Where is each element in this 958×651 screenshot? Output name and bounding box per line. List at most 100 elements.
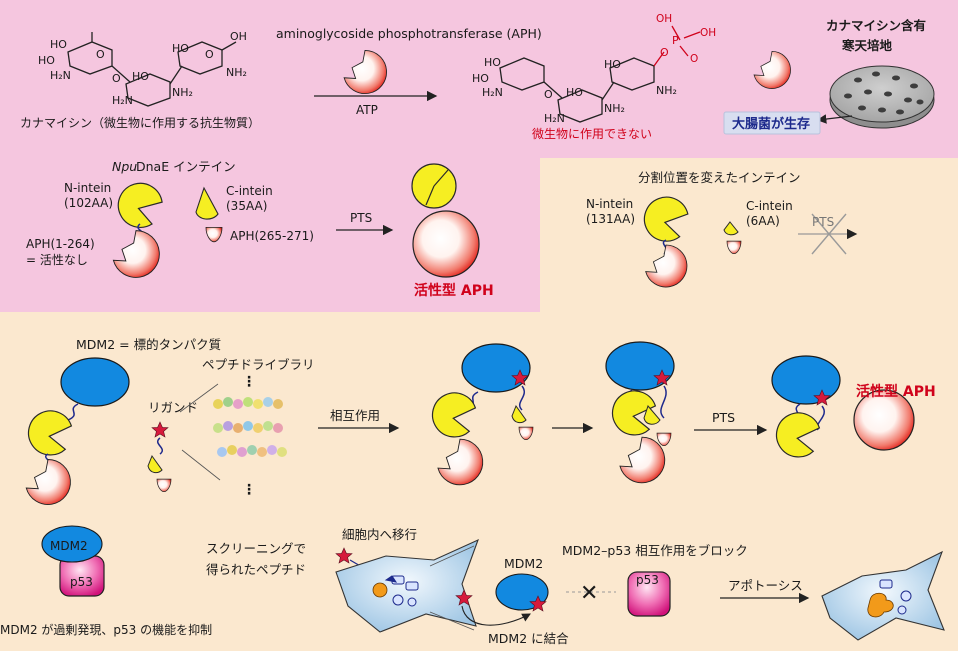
library-bracket-bottom: [181, 449, 221, 481]
mdm2-pts-label: PTS: [712, 410, 735, 425]
npu-active-aph-label: 活性型 APH: [414, 282, 494, 299]
pchem-ho-4: HO: [604, 58, 621, 71]
chem-ho-4: HO: [172, 42, 189, 55]
split-n-intein-line2: (131AA): [586, 212, 635, 226]
cell-organelles: [384, 575, 419, 607]
library-label: ペプチドライブラリ: [202, 357, 315, 372]
pchem-ho-1: HO: [484, 56, 501, 69]
survive-badge: [723, 111, 821, 135]
npu-pts-label: PTS: [350, 211, 372, 225]
screening-line2: 得られたペプチド: [206, 562, 306, 577]
pchem-o-1: O: [544, 88, 553, 101]
chem-h2n-1: H₂N: [50, 69, 71, 82]
survive-arrow: [816, 114, 853, 124]
phospho-kanamycin-structure: [499, 25, 701, 123]
chem-o-2: O: [112, 72, 121, 85]
mdm2-active-aph-shape: [853, 389, 915, 451]
library-bracket-top: [179, 383, 219, 413]
chem-o-3: O: [205, 48, 214, 61]
mdm2-cell-label: MDM2: [504, 556, 543, 571]
block-label: MDM2–p53 相互作用をブロック: [562, 543, 748, 558]
mdm2-construct-2: [461, 343, 531, 393]
kanamycin-structure: [67, 32, 237, 107]
npu-aph-n-line2: = 活性なし: [26, 253, 88, 267]
mdm2-cell-shape: [495, 573, 549, 611]
plate-label-line1: カナマイシン含有: [826, 18, 926, 33]
screening-line1: スクリーニングで: [206, 541, 306, 556]
n-intein-construct-4: [772, 408, 823, 461]
block-cross-icon: ✕: [580, 581, 598, 606]
npu-n-intein-line1: N-intein: [64, 181, 111, 195]
aph-construct-2: [437, 438, 484, 486]
mdm2-construct-4: [771, 355, 841, 405]
pchem-nh2-2: NH₂: [656, 84, 677, 97]
split-title: 分割位置を変えたインテイン: [638, 170, 801, 185]
split-c-intein-line2: (6AA): [746, 214, 780, 228]
ligand-linker: [157, 437, 163, 455]
interaction-label: 相互作用: [330, 408, 380, 423]
kanamycin-label: カナマイシン（微生物に作用する抗生物質）: [20, 115, 260, 130]
p53-free-shape: [627, 571, 671, 617]
pchem-h2n-2: H₂N: [544, 112, 565, 125]
npu-c-intein-line2: (35AA): [226, 199, 267, 213]
peptide-star-outside: [335, 547, 353, 564]
chem-oh-1: OH: [230, 30, 247, 43]
ligand-aph-c: [156, 478, 172, 493]
npu-title-italic: Npu: [112, 159, 137, 174]
npu-n-intein-line2: (102AA): [64, 196, 113, 210]
library-dots-bottom: ⋮: [242, 482, 256, 498]
ligand-c-intein: [147, 454, 163, 474]
npu-c-intein-shape: [195, 186, 219, 220]
zoom-line-bottom: [429, 611, 475, 631]
peptide-library-beads: [213, 397, 287, 457]
npu-title-rest: DnaE インテイン: [136, 159, 236, 174]
mdm2-active-aph-label: 活性型 APH: [856, 383, 936, 400]
aph-construct-3: [619, 436, 666, 484]
pchem-ho-3: HO: [566, 86, 583, 99]
pchem-p: P: [672, 34, 679, 47]
chem-h2n-2: H₂N: [112, 94, 133, 107]
pchem-h2n-1: H₂N: [482, 86, 503, 99]
pchem-oh-2: OH: [700, 27, 716, 39]
zoom-line-top: [429, 545, 475, 567]
n-intein-construct-1: [24, 406, 75, 459]
mdm2-target-label: MDM2 = 標的タンパク質: [76, 337, 221, 352]
agar-plate-icon: [829, 65, 935, 129]
chem-o-1: O: [96, 48, 105, 61]
pchem-o-3: O: [690, 53, 698, 65]
cell-nucleus-mark: [372, 582, 388, 598]
chem-ho-1: HO: [50, 38, 67, 51]
chem-ho-2: HO: [38, 54, 55, 67]
linker-2b: [519, 385, 525, 411]
atp-label: ATP: [356, 103, 378, 117]
apoptosis-label: アポトーシス: [728, 578, 803, 593]
aph-c-construct-3: [656, 432, 672, 447]
mdm2-construct-1: [60, 357, 130, 407]
linker-3b: [660, 385, 667, 419]
split-pts-blocked-arrow: [798, 213, 858, 255]
split-c-intein-line1: C-intein: [746, 199, 793, 213]
pchem-nh2-1: NH₂: [604, 102, 625, 115]
chem-nh2-1: NH₂: [172, 86, 193, 99]
survive-label: 大腸菌が生存: [732, 116, 810, 132]
pchem-o-2: O: [660, 46, 669, 59]
npu-c-intein-line1: C-intein: [226, 184, 273, 198]
split-c-intein-shape: [723, 221, 739, 236]
npu-aph-n-line1: APH(1-264): [26, 237, 95, 251]
cell-entry-label: 細胞内へ移行: [342, 527, 417, 542]
aph-construct-1: [25, 459, 71, 505]
pchem-oh-1: OH: [656, 13, 672, 25]
linker-1a: [67, 403, 79, 421]
ligand-star: [151, 421, 169, 438]
fragmented-nucleus: [867, 592, 894, 618]
aph-c-construct-2: [518, 426, 534, 441]
npu-spliced-intein: [411, 163, 457, 209]
npu-active-aph-shape: [412, 210, 480, 278]
pchem-ho-2: HO: [472, 72, 489, 85]
split-n-intein-line1: N-intein: [586, 197, 633, 211]
split-pts-label: PTS: [812, 215, 834, 229]
apoptotic-organelles: [879, 579, 912, 615]
c-intein-construct-2: [511, 404, 527, 424]
